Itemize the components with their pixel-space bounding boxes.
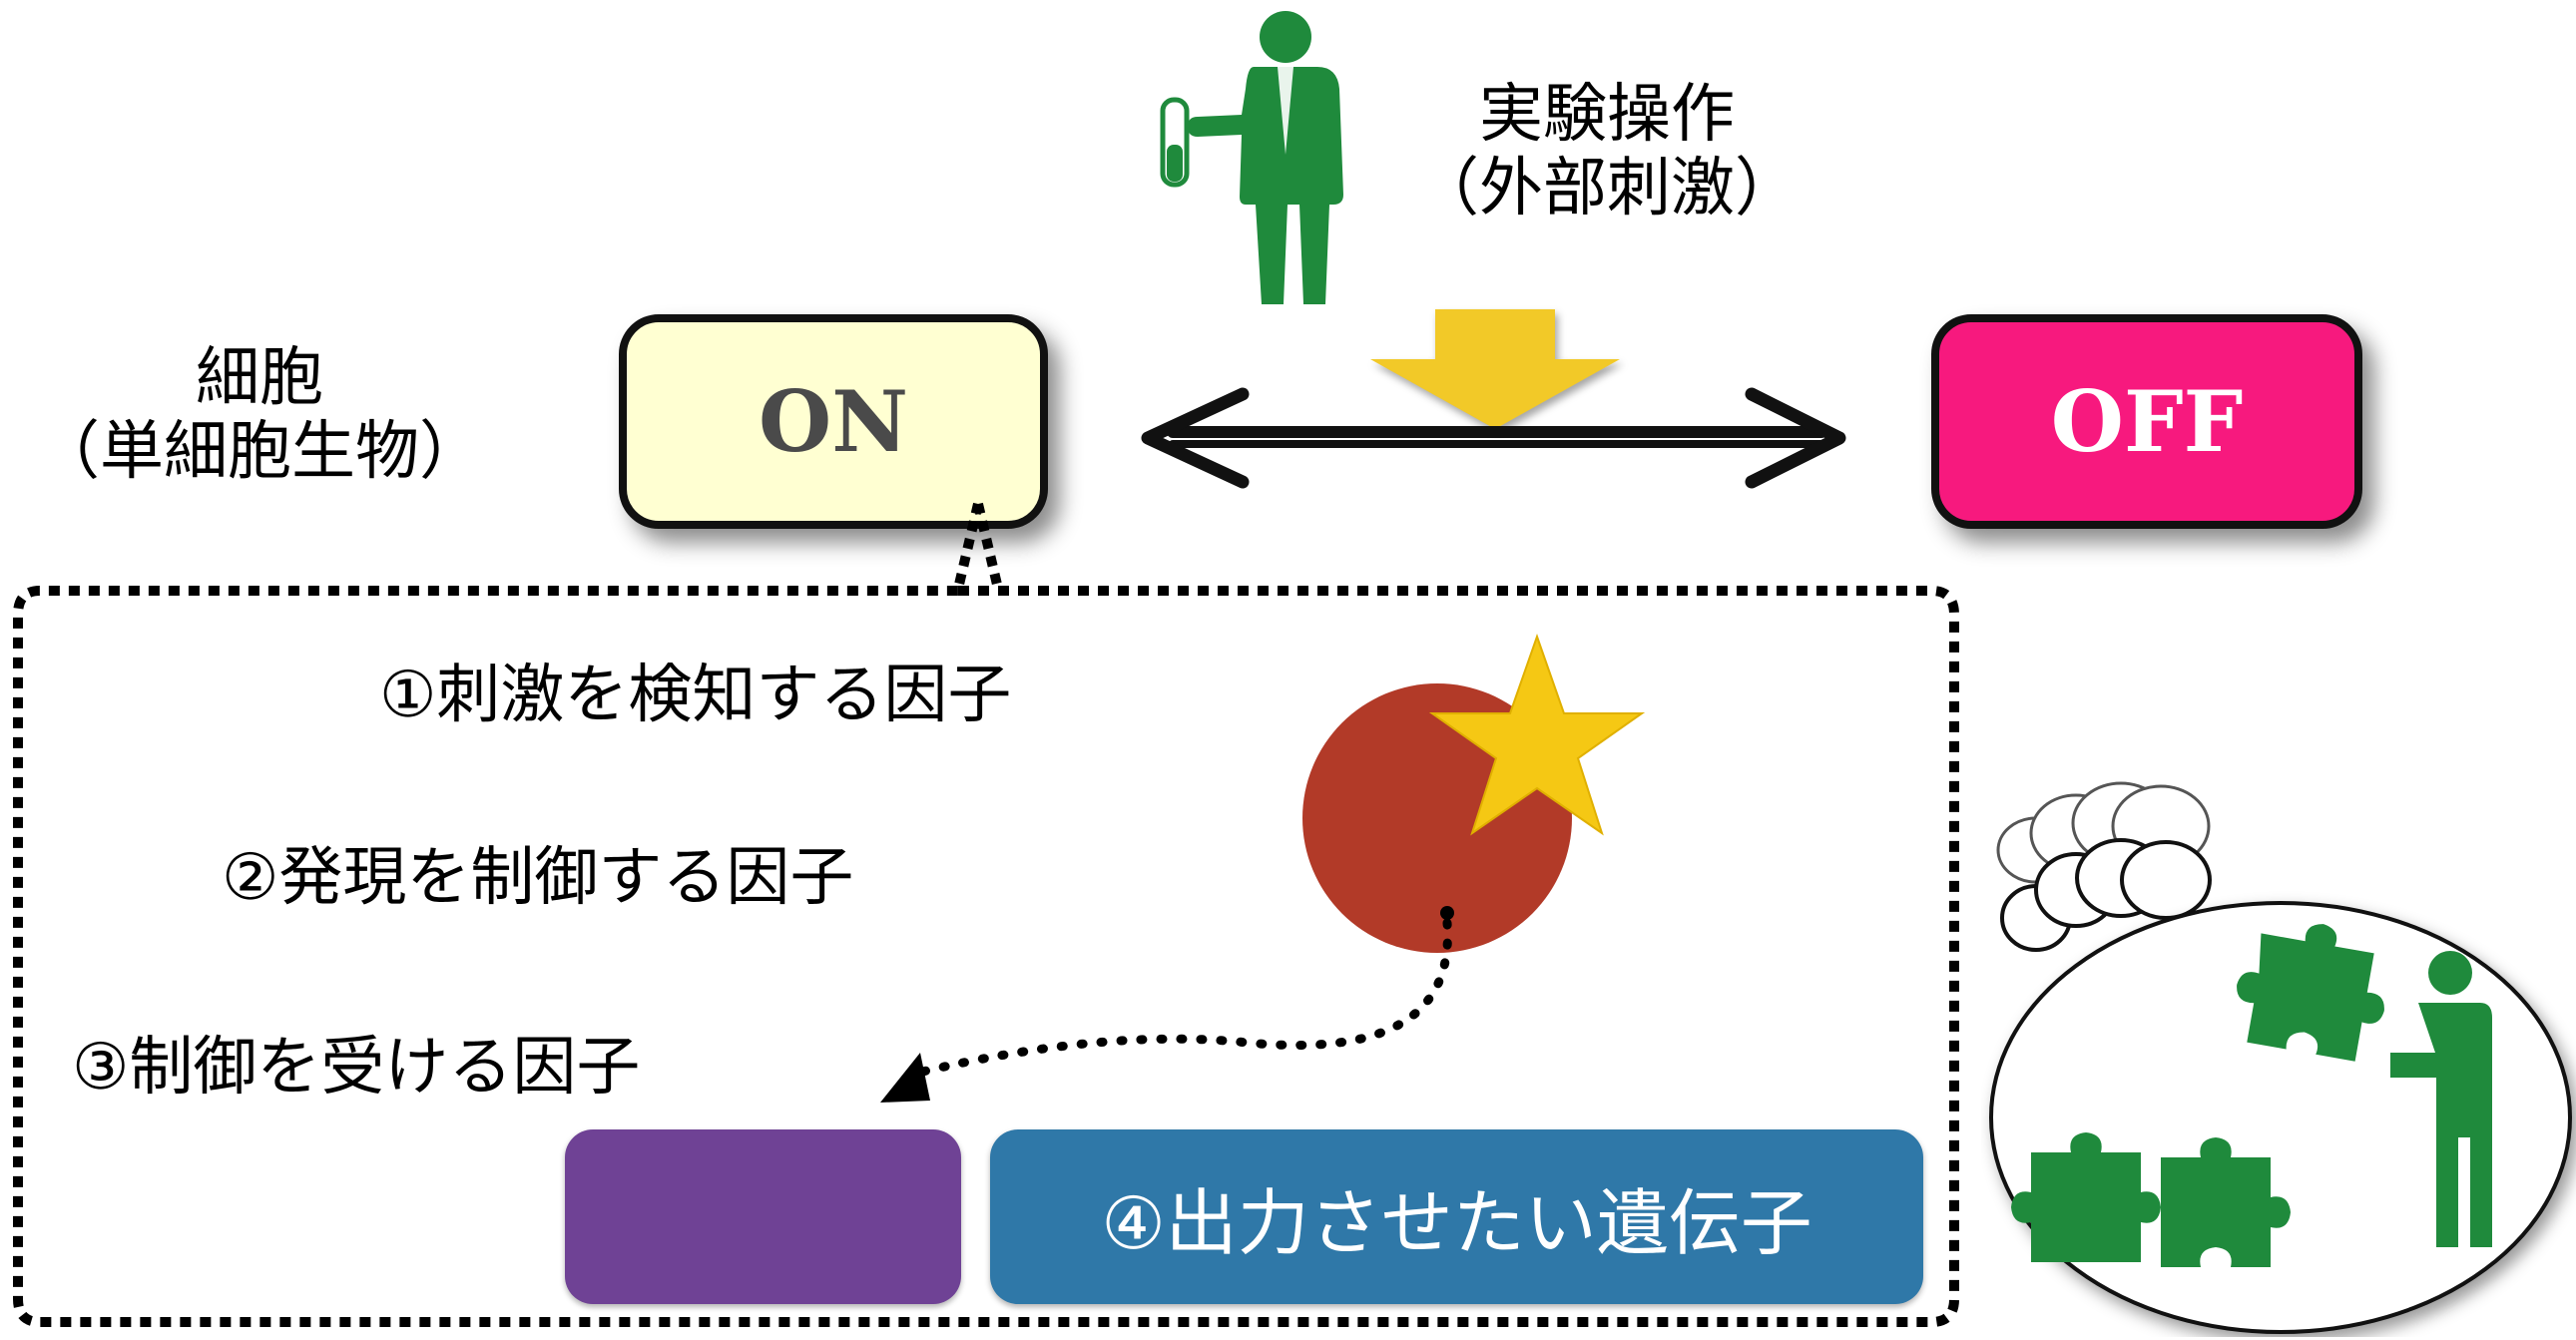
cell-title: 細胞 （単細胞生物）: [0, 341, 519, 489]
thought-bubble-icon: [1989, 781, 2572, 1334]
cell-line2: （単細胞生物）: [36, 415, 483, 489]
regulated-factor-block: [565, 1129, 961, 1304]
on-label: ON: [759, 372, 908, 471]
cell-region: [13, 586, 1959, 1327]
off-label: OFF: [2050, 372, 2244, 471]
cell-line1: 細胞: [196, 341, 323, 415]
stimulus-title: 実験操作 （外部刺激）: [1397, 78, 1816, 225]
double-arrow-icon: [1141, 387, 1846, 489]
stimulus-line1: 実験操作: [1479, 78, 1735, 152]
off-switch: OFF: [1931, 314, 2362, 529]
regulation-arrow: [880, 918, 1452, 1103]
sensor-factor: [1302, 633, 1646, 953]
factor-4-label: ④出力させたい遺伝子: [1101, 1181, 1812, 1265]
on-connector: [953, 502, 1003, 591]
on-switch: ON: [619, 314, 1048, 529]
factor-2-label: ②発現を制御する因子: [222, 841, 854, 915]
scientist-icon: [1160, 11, 1343, 304]
output-gene-block: ④出力させたい遺伝子: [990, 1129, 1923, 1304]
puzzle-person-icon: [2011, 924, 2492, 1267]
factor-3-label: ③制御を受ける因子: [72, 1031, 641, 1105]
stimulus-line2: （外部刺激）: [1415, 152, 1799, 225]
down-arrow-icon: [1370, 309, 1620, 429]
star-icon: [1428, 633, 1646, 836]
factor-1-label: ①刺激を検知する因子: [379, 659, 1012, 732]
